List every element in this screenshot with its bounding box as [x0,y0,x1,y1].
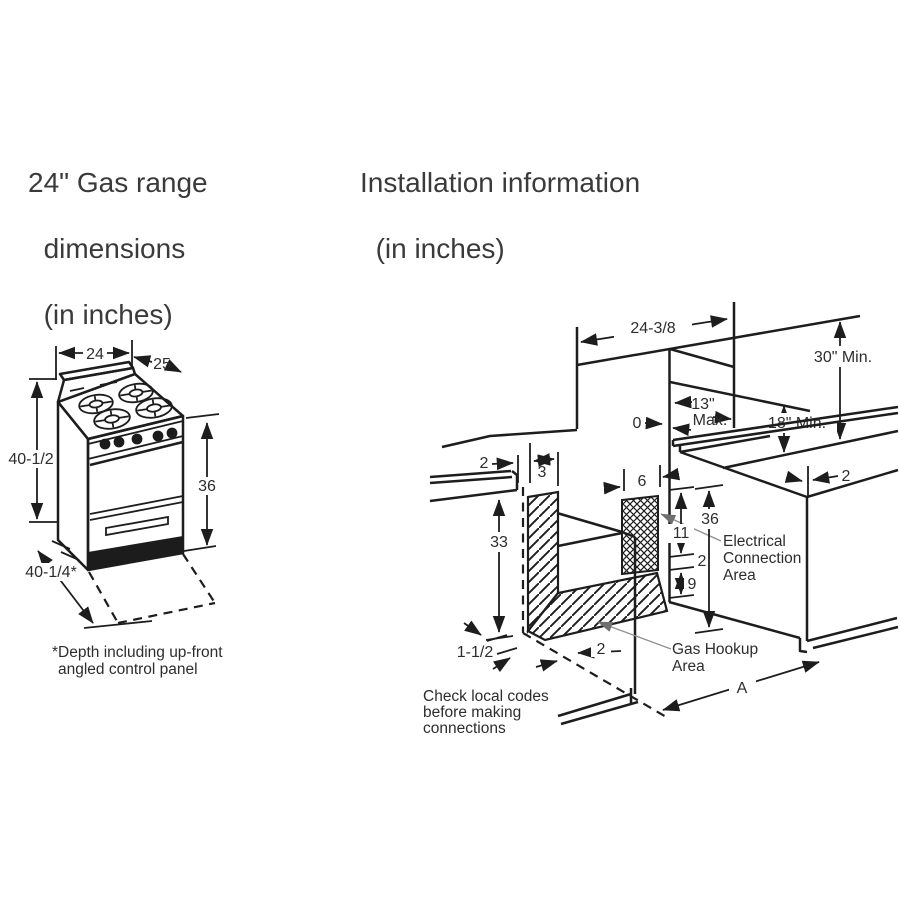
right-title-line1: Installation information [360,167,641,198]
dim-run-length: A [662,660,820,712]
clearance-18min-label: 18" Min. [768,415,826,432]
burners [78,382,173,430]
zero-clearance-label: 0 [633,415,642,432]
electrical-label-line2: Connection [723,550,801,567]
dim-wall-height-33: 33 [484,499,514,641]
right-counter-cabinet [668,405,899,654]
dim-30-min: 30" Min. [803,321,883,440]
dim-opening-width: 24-3/8 [580,315,728,346]
dim-range-depth-total: 40-1/4* [24,540,94,624]
electrical-label-line1: Electrical [723,533,786,550]
dim-range-height-cooktop: 36 [183,413,221,552]
dim-zero-clearance: 0 [633,415,692,437]
wall-and-floor [521,487,669,726]
right-title-line2: (in inches) [375,233,505,264]
footnote-line2: angled control panel [58,661,198,678]
range-height-total-label: 40-1/2 [8,451,53,468]
left-title-line1: 24" Gas range [28,167,208,198]
dim-counter-gap: 2 [480,455,519,483]
floor-gap-label: 2 [597,641,606,658]
dim-wall-return: 3 [529,443,559,486]
dim-floor-gap-small: 1-1/2 [457,620,518,673]
clearance-30min-label: 30" Min. [814,349,872,366]
dim-range-height-total: 40-1/2 [7,378,57,523]
run-length-label: A [737,680,748,697]
electrical-height-label: 2 [698,553,707,570]
left-title-line2: dimensions [43,233,186,264]
right-title: Installation information (in inches) [360,166,640,265]
opening-width-label: 24-3/8 [630,320,675,337]
dim-counter-overhang: 2 [784,466,851,496]
footnote-line1: *Depth including up-front [52,644,223,661]
left-title-line3: (in inches) [43,299,173,330]
floor-gap-small-label: 1-1/2 [457,644,494,661]
electrical-width-label: 6 [638,473,647,490]
installation-diagram: 24-3/8 30" Min. 18" Min. 13" Max. 0 [423,302,899,737]
gas-hookup-area: Gas Hookup Area [597,621,758,675]
range-height-cooktop-label: 36 [198,478,216,495]
electrical-label-line3: Area [723,567,756,584]
note-line1: Check local codes [423,688,549,705]
note-line2: before making [423,704,521,721]
left-title: 24" Gas range dimensions (in inches) [28,166,208,331]
dim-range-depth: 25 [133,355,182,373]
range-depth-label: 25 [153,356,171,373]
range-body [56,360,185,572]
left-counter [429,469,519,503]
gas-label-line2: Area [672,658,705,675]
electrical-top-label: 11 [673,525,690,542]
local-codes-note: Check local codes before making connecti… [423,688,549,737]
dim-13-max: 13" Max. [674,395,732,429]
gas-label-line1: Gas Hookup [672,641,758,658]
electrical-bottom-label: 9 [688,576,697,593]
dim-floor-gap: 2 [535,641,622,672]
wall-height-label: 33 [490,534,508,551]
note-line3: connections [423,720,506,737]
range-width-label: 24 [86,346,104,363]
wall-return-label: 3 [538,464,547,481]
dim-range-width: 24 [55,340,133,380]
cabinet-depth-label: 13" [691,396,714,413]
counter-height-label: 36 [701,511,719,528]
counter-gap-label: 2 [480,455,489,472]
cabinet-depth-suffix-label: Max. [693,412,728,429]
range-depth-total-label: 40-1/4* [25,564,77,581]
counter-overhang-label: 2 [842,468,851,485]
control-knobs [99,427,178,450]
dim-electrical-position: 11 2 9 [668,486,707,599]
gas-range-diagram: 24 25 40-1/2 36 [7,340,223,678]
floor-projection [83,553,216,629]
range-footnote: *Depth including up-front angled control… [52,644,223,678]
dim-counter-height-36: 36 [694,484,724,634]
